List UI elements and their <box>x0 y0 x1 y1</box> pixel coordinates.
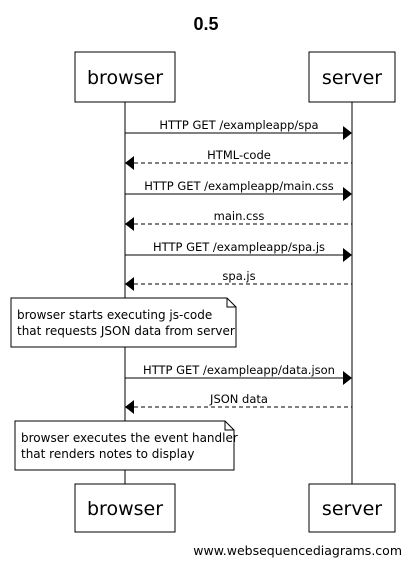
message-label: HTML-code <box>207 148 271 162</box>
diagram-title: 0.5 <box>193 14 218 34</box>
message-label: spa.js <box>222 269 255 283</box>
actor-label: server <box>322 498 382 520</box>
message-spa-js: spa.js <box>125 269 352 291</box>
message-label: HTTP GET /exampleapp/spa.js <box>153 240 325 254</box>
message-label: main.css <box>214 209 265 223</box>
actor-label: server <box>322 67 382 89</box>
message-label: JSON data <box>209 392 268 406</box>
message-label: HTTP GET /exampleapp/main.css <box>144 179 334 193</box>
note-line: browser executes the event handler <box>21 431 238 445</box>
note-line: that requests JSON data from server <box>17 324 235 338</box>
message-main-css: main.css <box>125 209 352 231</box>
message-json-data: JSON data <box>125 392 352 414</box>
note-js-executing: browser starts executing js-code that re… <box>10 297 237 348</box>
actor-server-top: server <box>308 51 396 103</box>
message-get-spa-js: HTTP GET /exampleapp/spa.js <box>125 240 352 262</box>
message-get-spa: HTTP GET /exampleapp/spa <box>125 118 352 140</box>
note-line: browser starts executing js-code <box>17 308 212 322</box>
message-label: HTTP GET /exampleapp/spa <box>159 118 318 132</box>
message-get-main-css: HTTP GET /exampleapp/main.css <box>125 179 352 201</box>
actor-browser-top: browser <box>74 51 176 103</box>
actor-label: browser <box>87 67 163 89</box>
note-event-handler: browser executes the event handler that … <box>14 420 238 471</box>
message-html-code: HTML-code <box>125 148 352 170</box>
note-line: that renders notes to display <box>21 447 194 461</box>
actor-browser-bottom: browser <box>74 483 176 533</box>
footer-watermark: www.websequencediagrams.com <box>193 543 402 558</box>
actor-label: browser <box>87 498 163 520</box>
message-get-data-json: HTTP GET /exampleapp/data.json <box>125 363 352 385</box>
message-label: HTTP GET /exampleapp/data.json <box>143 363 335 377</box>
actor-server-bottom: server <box>308 483 396 533</box>
